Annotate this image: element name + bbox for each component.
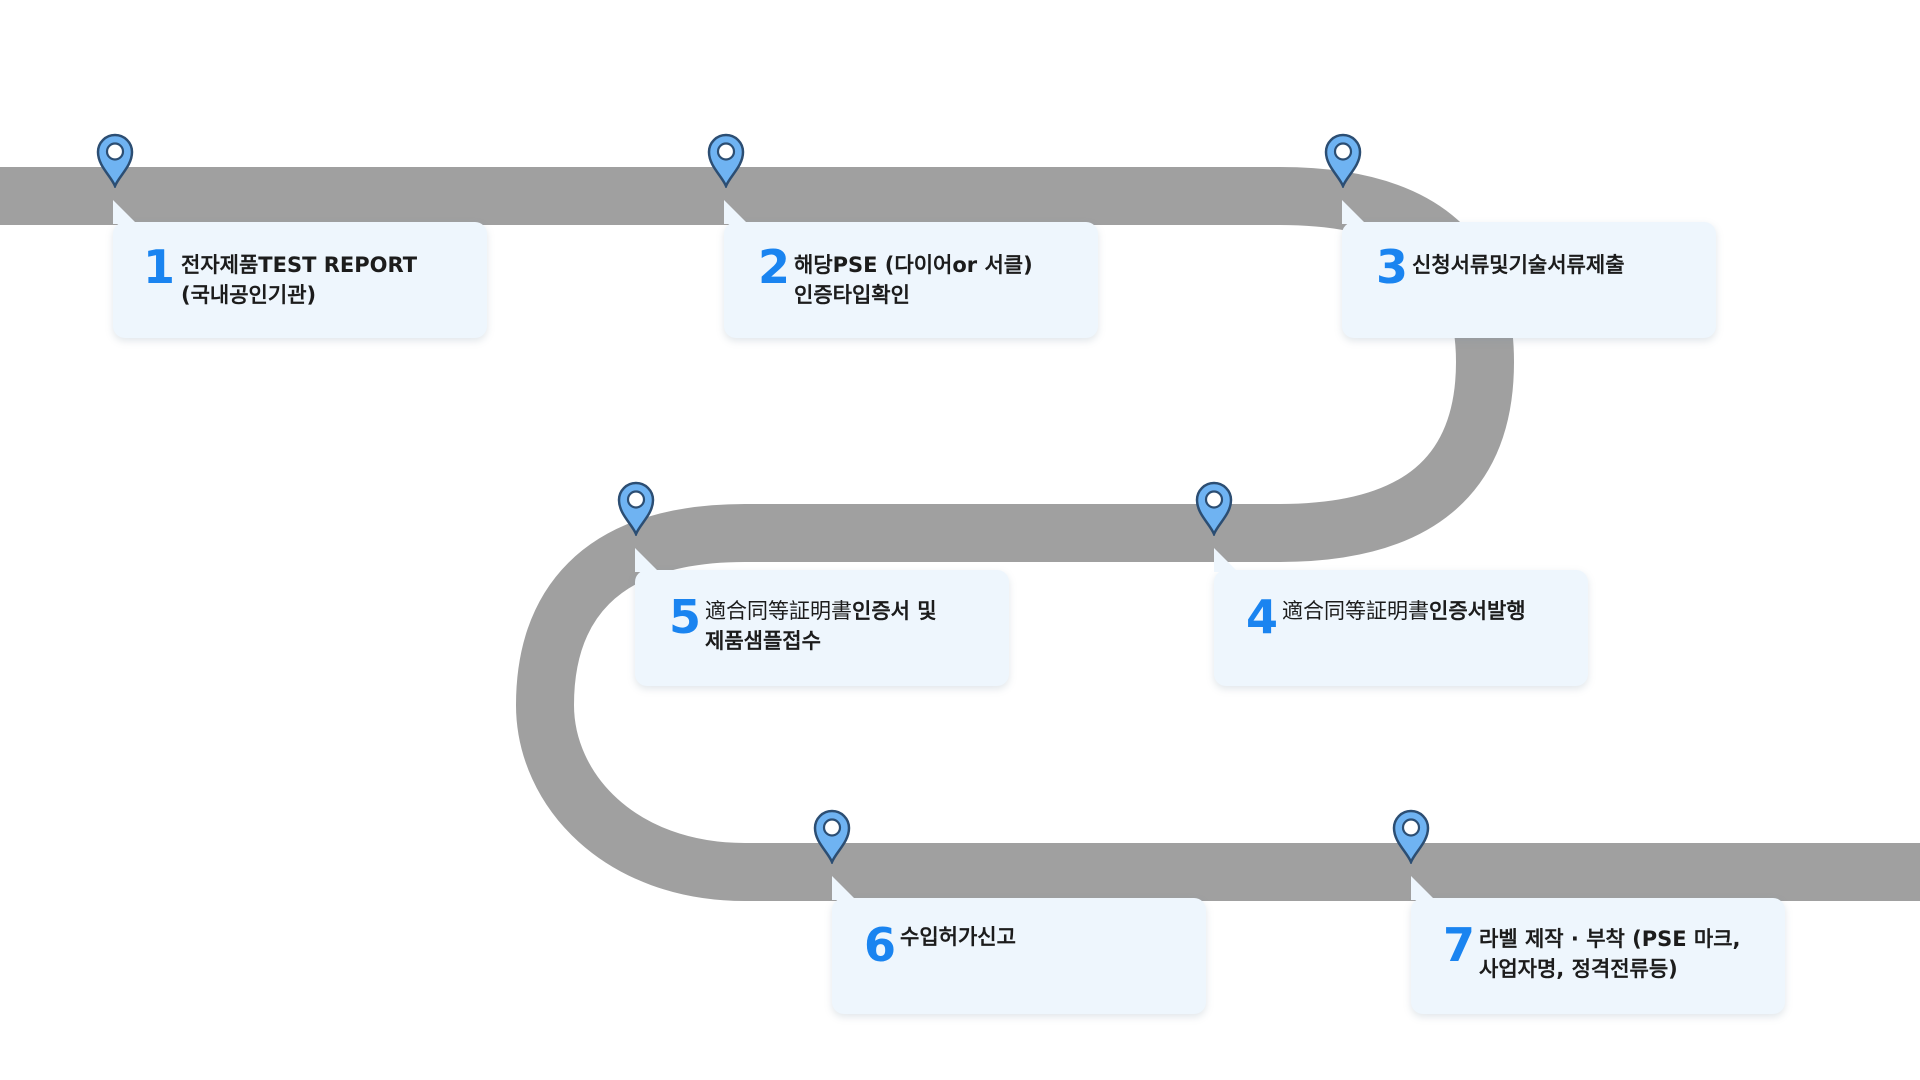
- step-text-line-2: 인증타입확인: [794, 283, 910, 307]
- step-text-line-1: 신청서류및기술서류제출: [1412, 253, 1625, 277]
- map-pin-icon: [1195, 481, 1233, 536]
- step-number: 6: [864, 918, 897, 972]
- step-text: 適合同等証明書인증서 및 제품샘플접수: [705, 596, 937, 656]
- step-number: 2: [758, 240, 791, 294]
- map-pin-icon: [1324, 133, 1362, 188]
- step-text: 해당PSE (다이어or 서클) 인증타입확인: [794, 250, 1033, 310]
- callout-notch: [113, 200, 137, 224]
- step-card-4: 4 適合同等証明書인증서발행: [1214, 548, 1588, 686]
- step-card-1: 1 전자제품TEST REPORT (국내공인기관): [113, 200, 487, 338]
- callout-notch: [635, 548, 659, 572]
- map-pin-icon: [1392, 809, 1430, 864]
- step-card-3: 3 신청서류및기술서류제출: [1342, 200, 1716, 338]
- map-pin-icon: [707, 133, 745, 188]
- step-number: 7: [1443, 918, 1476, 972]
- step-text: 適合同等証明書인증서발행: [1282, 596, 1526, 626]
- step-number: 5: [669, 590, 702, 644]
- step-number: 3: [1376, 240, 1409, 294]
- step-text-line-1: 전자제품TEST REPORT: [181, 253, 418, 277]
- step-text: 라벨 제작 · 부착 (PSE 마크, 사업자명, 정격전류등): [1479, 924, 1741, 984]
- step-text-line-2: 제품샘플접수: [705, 629, 821, 653]
- step-text: 전자제품TEST REPORT (국내공인기관): [181, 250, 417, 310]
- step-text-line-1: 適合同等証明書인증서발행: [1282, 599, 1526, 623]
- step-card-6: 6 수입허가신고: [832, 876, 1206, 1014]
- step-text-line-1: 수입허가신고: [900, 925, 1016, 949]
- step-number: 4: [1246, 590, 1279, 644]
- callout-notch: [1411, 876, 1435, 900]
- map-pin-icon: [813, 809, 851, 864]
- step-text-line-1: 適合同等証明書인증서 및: [705, 599, 937, 623]
- step-text: 수입허가신고: [900, 922, 1016, 952]
- step-text: 신청서류및기술서류제출: [1412, 250, 1625, 280]
- callout-notch: [1342, 200, 1366, 224]
- callout-notch: [1214, 548, 1238, 572]
- callout-notch: [832, 876, 856, 900]
- step-text-line-2: 사업자명, 정격전류등): [1479, 957, 1678, 981]
- callout-notch: [724, 200, 748, 224]
- step-text-line-2: (국내공인기관): [181, 283, 317, 307]
- step-text-line-1: 라벨 제작 · 부착 (PSE 마크,: [1479, 927, 1741, 951]
- map-pin-icon: [96, 133, 134, 188]
- map-pin-icon: [617, 481, 655, 536]
- step-card-5: 5 適合同等証明書인증서 및 제품샘플접수: [635, 548, 1009, 686]
- step-card-2: 2 해당PSE (다이어or 서클) 인증타입확인: [724, 200, 1098, 338]
- step-number: 1: [143, 240, 176, 294]
- step-card-7: 7 라벨 제작 · 부착 (PSE 마크, 사업자명, 정격전류등): [1411, 876, 1785, 1014]
- step-text-line-1: 해당PSE (다이어or 서클): [794, 253, 1033, 277]
